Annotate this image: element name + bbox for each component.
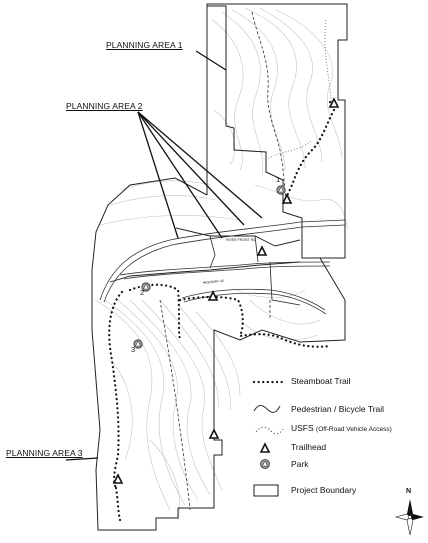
area-2-inner-boundary-b: [175, 227, 301, 247]
trailhead-icon: [256, 245, 268, 256]
compass-north-label: N: [406, 488, 412, 495]
trailhead-icon: [281, 193, 293, 204]
compass-rose: [394, 499, 424, 536]
park-number-1: 1: [276, 175, 281, 184]
trailheads: [112, 97, 340, 484]
planning-area-2-label: PLANNING AREA 2: [66, 101, 143, 111]
trailhead-icon: [207, 290, 219, 301]
legend-symbols: [252, 380, 284, 497]
planning-area-3-label: PLANNING AREA 3: [6, 448, 83, 458]
legend-usfs-label: USFS: [291, 423, 314, 433]
contour-lines: [94, 7, 349, 521]
project-boundary: [91, 177, 346, 531]
road-label-a: RIVER FRONT RD: [226, 238, 256, 242]
legend-park: Park: [291, 459, 309, 469]
legend-usfs-note: (Off-Road Vehicle Access): [316, 426, 392, 433]
callout-leaders: [65, 50, 263, 461]
roads: [99, 219, 346, 315]
road-label-b: HIGHWAY 40: [203, 279, 224, 285]
legend-steamboat-trail: Steamboat Trail: [291, 376, 351, 386]
area-2-valley: [209, 235, 301, 306]
planning-area-1-label: PLANNING AREA 1: [106, 40, 183, 50]
legend-usfs: USFS (Off-Road Vehicle Access): [291, 423, 392, 433]
parks: [133, 185, 286, 349]
usfs-trail: [265, 19, 333, 161]
steamboat-trail: [108, 100, 336, 522]
legend-ped-bike-trail: Pedestrian / Bicycle Trail: [291, 404, 385, 414]
trailhead-icon: [112, 473, 124, 484]
area-2-inner-boundary: [109, 261, 301, 283]
park-number-3: 3: [131, 345, 136, 354]
park-number-2: 2: [140, 288, 145, 297]
legend-trailhead: Trailhead: [291, 442, 327, 452]
ped-bike-trail: [159, 11, 287, 511]
legend-project-boundary: Project Boundary: [291, 485, 357, 495]
planning-area-1-boundary: [206, 3, 348, 259]
trailhead-icon: [208, 428, 220, 439]
trailhead-icon: [328, 97, 340, 108]
